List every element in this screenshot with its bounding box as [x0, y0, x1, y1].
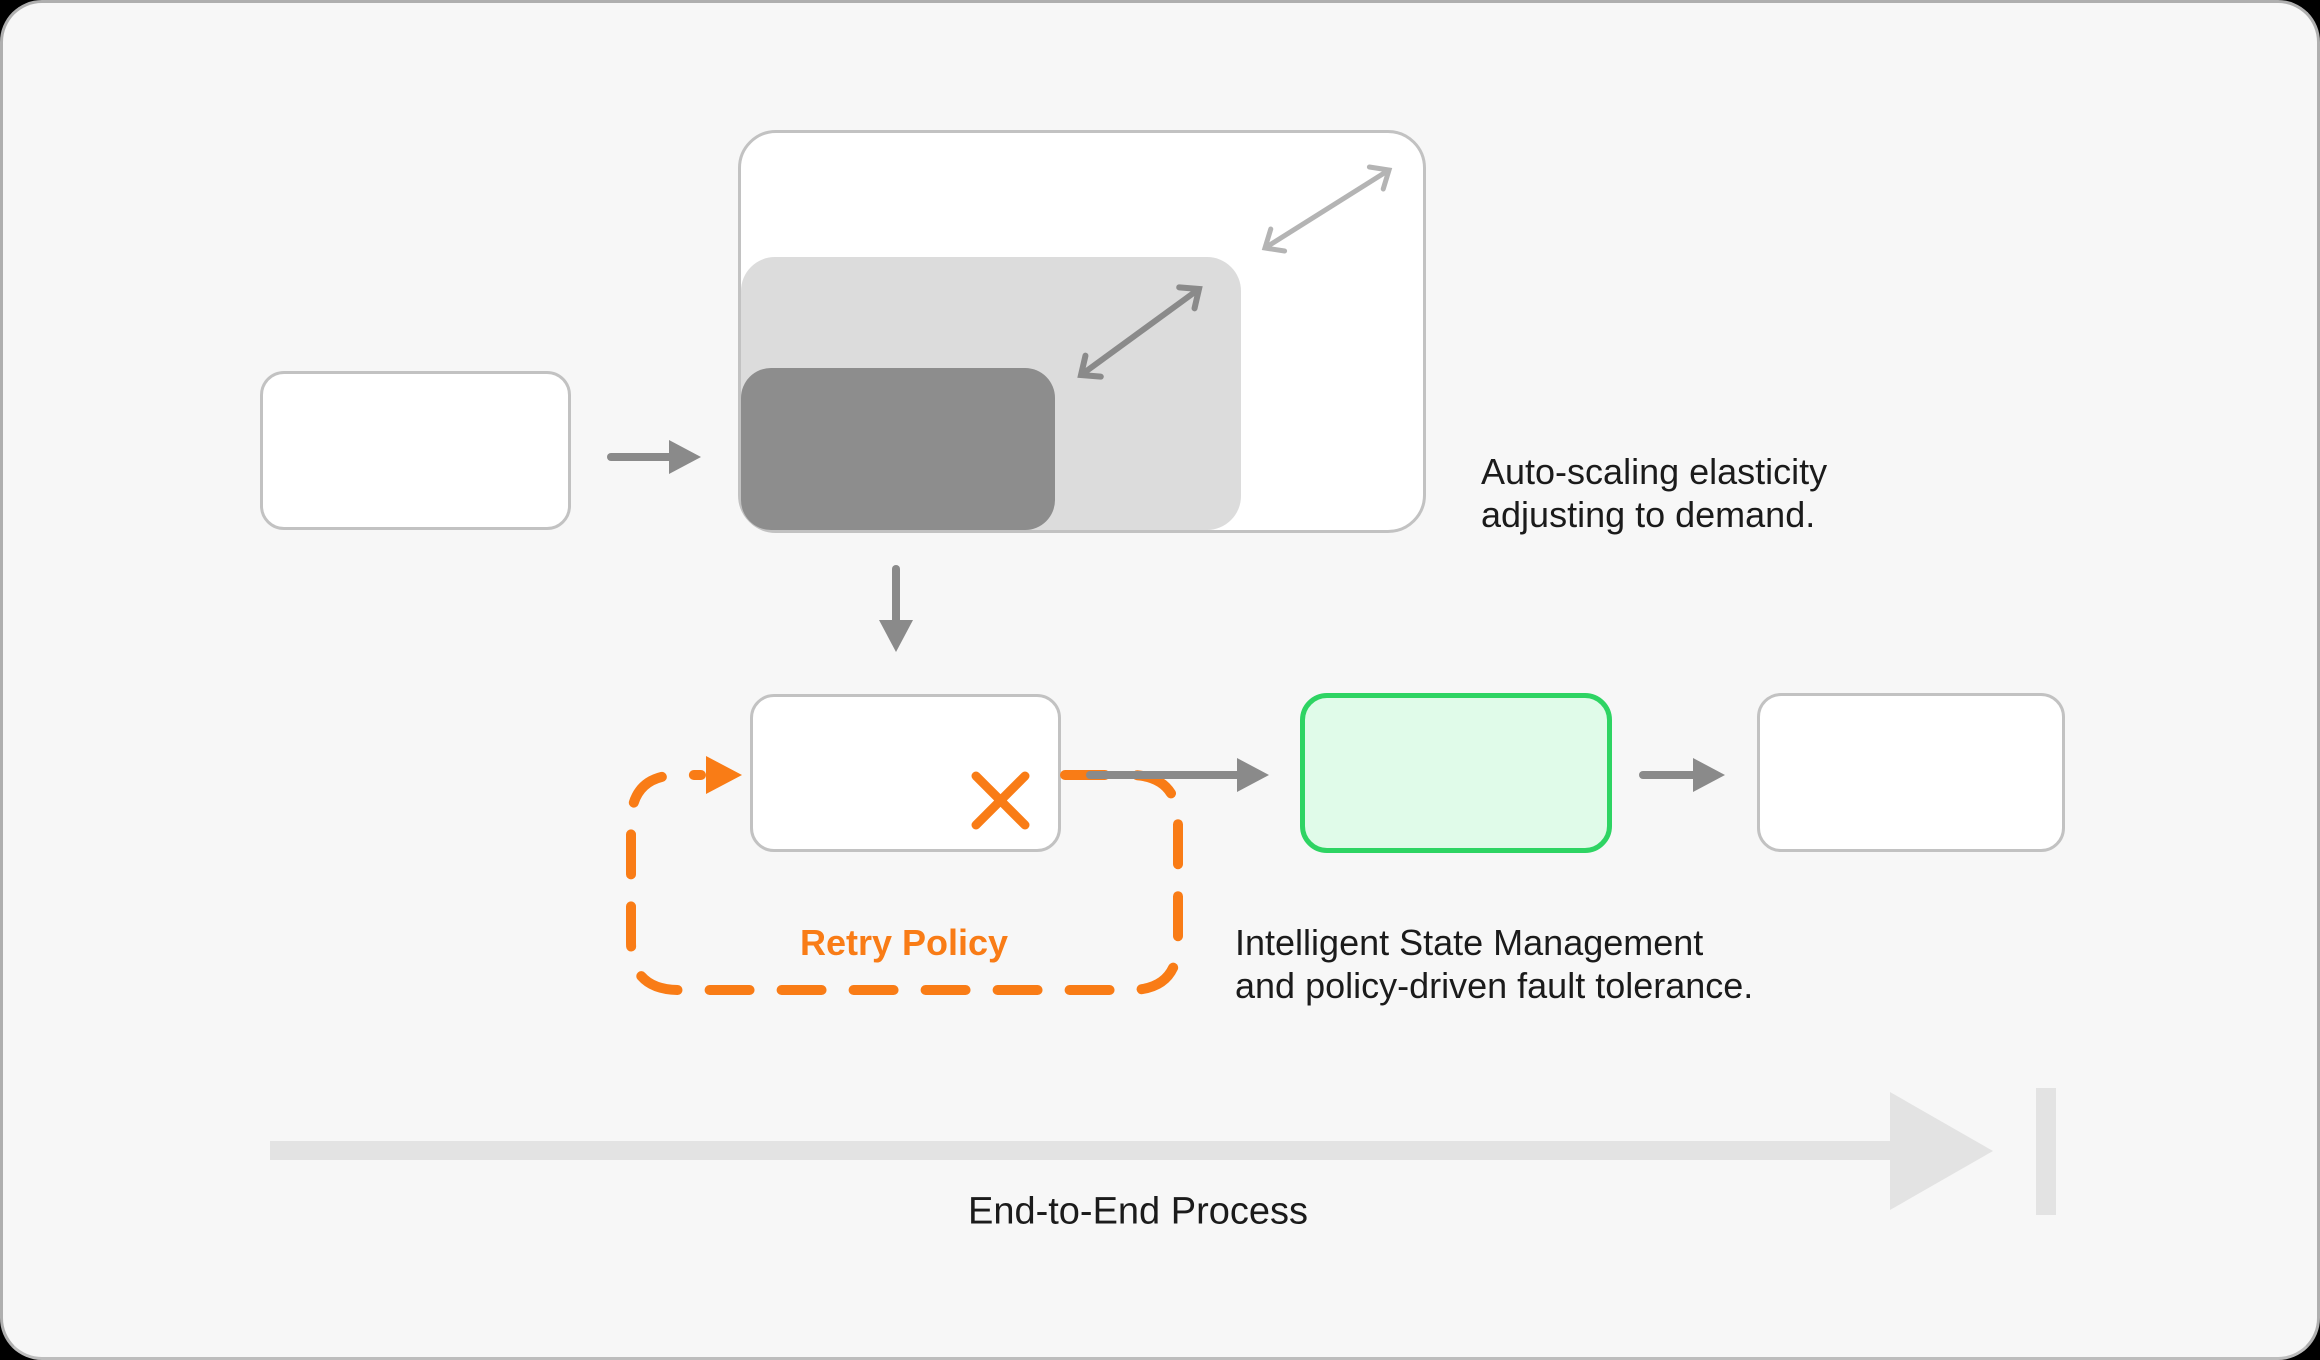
failing-node [750, 694, 1061, 852]
diagonal-resize-arrow-icon [1261, 164, 1393, 254]
x-mark-icon [971, 771, 1030, 830]
connector-layer [270, 164, 2056, 1215]
timeline-shaft-icon [270, 1141, 1890, 1160]
timeline-arrowhead-icon [1890, 1092, 1993, 1210]
state-management-caption: Intelligent State Management and policy-… [1235, 921, 1753, 1007]
annotation-layer: Auto-scaling elasticity adjusting to dem… [3, 3, 2317, 1357]
autoscaling-caption: Auto-scaling elasticity adjusting to dem… [1481, 450, 1827, 536]
diagonal-resize-arrow-icon [1077, 284, 1203, 380]
success-node [1300, 693, 1612, 853]
autoscaling-caption-line2: adjusting to demand. [1481, 494, 1816, 535]
retry-policy-label: Retry Policy [799, 922, 1009, 963]
end-to-end-process-label: End-to-End Process [967, 1190, 1309, 1233]
autoscaling-caption-line1: Auto-scaling elasticity [1481, 451, 1828, 492]
state-management-caption-line2: and policy-driven fault tolerance. [1235, 965, 1754, 1006]
retry-loop-dashed-path-icon [626, 770, 1183, 995]
state-management-caption-line1: Intelligent State Management [1235, 922, 1704, 963]
start-node [260, 371, 571, 530]
retry-loop-arrowhead-icon [706, 756, 742, 794]
retry-loop-layer [626, 756, 1183, 995]
scaling-inner-node [741, 368, 1055, 530]
end-node [1757, 693, 2065, 852]
timeline-end-stop-icon [2036, 1088, 2056, 1215]
